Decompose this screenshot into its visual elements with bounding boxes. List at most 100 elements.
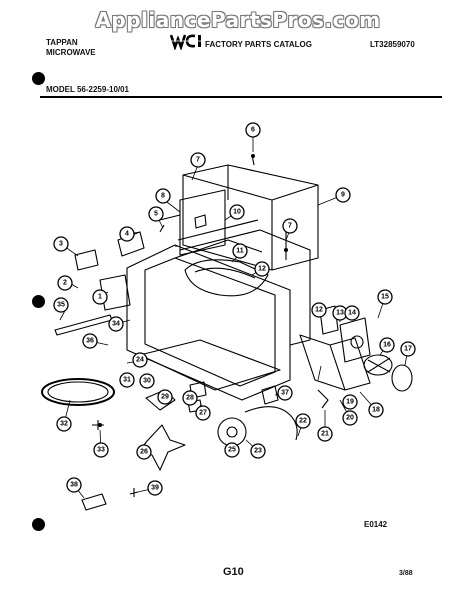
callout-circle xyxy=(377,289,393,305)
callout-19: 19 xyxy=(342,394,358,410)
diagram-code: E0142 xyxy=(364,520,388,529)
fan-shroud xyxy=(391,364,413,392)
base-plate xyxy=(139,339,281,391)
callout-circle xyxy=(139,373,155,389)
callout-label: 4 xyxy=(125,231,129,238)
mounting-bracket xyxy=(81,493,107,511)
glass-tray xyxy=(41,378,115,406)
callout-16: 16 xyxy=(379,337,395,353)
door-switch xyxy=(261,385,279,405)
callout-28: 28 xyxy=(182,390,198,406)
callout-label: 1 xyxy=(98,294,102,301)
callout-25: 25 xyxy=(224,442,240,458)
callout-3: 3 xyxy=(53,236,69,252)
callout-label: 30 xyxy=(143,378,151,385)
lamp-socket xyxy=(74,249,99,271)
callout-23: 23 xyxy=(250,443,266,459)
callout-circle xyxy=(53,236,69,252)
callout-15: 15 xyxy=(377,289,393,305)
callout-27: 27 xyxy=(195,405,211,421)
callout-label: 25 xyxy=(228,447,236,454)
callout-label: 9 xyxy=(341,192,345,199)
callout-circle xyxy=(82,333,98,349)
callout-34: 34 xyxy=(108,316,124,332)
callout-label: 29 xyxy=(161,394,169,401)
callout-circle xyxy=(277,385,293,401)
callout-22: 22 xyxy=(295,413,311,429)
callout-label: 2 xyxy=(63,280,67,287)
callout-35: 35 xyxy=(53,297,69,313)
callout-circle xyxy=(344,305,360,321)
callout-7: 7 xyxy=(282,218,298,234)
callout-5: 5 xyxy=(148,206,164,222)
callout-36: 36 xyxy=(82,333,98,349)
callout-circle xyxy=(311,302,327,318)
callout-label: 18 xyxy=(372,407,380,414)
callout-label: 36 xyxy=(86,338,94,345)
callout-label: 34 xyxy=(112,321,120,328)
callout-label: 22 xyxy=(299,418,307,425)
callout-32: 32 xyxy=(56,416,72,432)
waveguide xyxy=(184,259,269,297)
binder-hole-top xyxy=(32,72,45,85)
callout-circle xyxy=(190,152,206,168)
callout-14: 14 xyxy=(344,305,360,321)
callout-label: 13 xyxy=(336,310,344,317)
callout-circle xyxy=(195,405,211,421)
callout-circle xyxy=(53,297,69,313)
header-rule xyxy=(40,96,442,98)
callout-label: 6 xyxy=(251,127,255,134)
callout-circle xyxy=(136,444,152,460)
callout-circle xyxy=(250,443,266,459)
stirrer-fan xyxy=(145,389,176,411)
callout-label: 32 xyxy=(60,421,68,428)
callout-label: 26 xyxy=(140,449,148,456)
callout-label: 33 xyxy=(97,447,105,454)
mounting-screw xyxy=(129,488,139,497)
callout-31: 31 xyxy=(119,372,135,388)
callout-label: 31 xyxy=(123,377,131,384)
callout-label: 7 xyxy=(288,223,292,230)
callout-7: 7 xyxy=(190,152,206,168)
callout-26: 26 xyxy=(136,444,152,460)
power-cord xyxy=(244,406,298,441)
callout-label: 3 xyxy=(59,241,63,248)
model-number: MODEL 56-2259-10/01 xyxy=(46,85,130,94)
callout-circle xyxy=(66,477,82,493)
cavity-interior xyxy=(179,229,311,346)
binder-hole-middle xyxy=(32,295,45,308)
clip-b xyxy=(159,224,165,233)
page-number: G10 xyxy=(223,566,244,578)
callout-29: 29 xyxy=(157,389,173,405)
callout-circle xyxy=(92,289,108,305)
callout-20: 20 xyxy=(342,410,358,426)
callout-label: 19 xyxy=(346,399,354,406)
callout-30: 30 xyxy=(139,373,155,389)
brand-line-2: MICROWAVE xyxy=(46,48,96,57)
callout-label: 24 xyxy=(136,357,144,364)
brand-line-1: TAPPAN xyxy=(46,38,78,47)
thermal-cutout xyxy=(194,214,207,229)
callout-circle xyxy=(229,204,245,220)
callout-label: 11 xyxy=(236,248,244,255)
callout-label: 21 xyxy=(321,431,329,438)
callout-circle xyxy=(400,341,416,357)
callout-label: 7 xyxy=(196,157,200,164)
revision-date: 3/88 xyxy=(399,570,413,577)
callout-6: 6 xyxy=(245,122,261,138)
side-panel xyxy=(179,189,226,256)
callout-circle xyxy=(317,426,333,442)
wci-logo xyxy=(170,34,204,50)
callout-circle xyxy=(119,372,135,388)
callout-label: 15 xyxy=(381,294,389,301)
callout-17: 17 xyxy=(400,341,416,357)
callout-circle xyxy=(132,352,148,368)
callout-circle xyxy=(245,122,261,138)
callout-circle xyxy=(254,261,270,277)
callout-circle xyxy=(232,243,248,259)
turntable-motor xyxy=(217,417,247,447)
callout-label: 12 xyxy=(315,307,323,314)
callout-circle xyxy=(282,218,298,234)
callout-8: 8 xyxy=(155,188,171,204)
